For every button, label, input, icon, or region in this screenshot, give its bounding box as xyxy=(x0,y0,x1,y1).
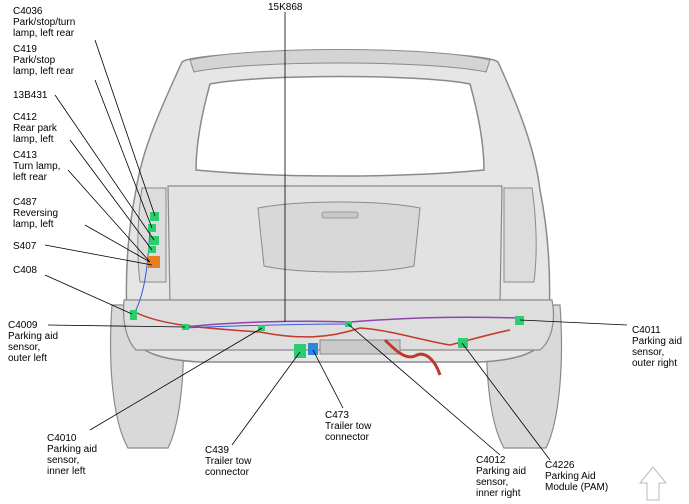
connector-c408 xyxy=(130,310,137,320)
callout-c4036: C4036 Park/stop/turn lamp, left rear xyxy=(13,6,76,39)
connector-c4036 xyxy=(150,212,159,221)
leader-lines xyxy=(44,12,628,461)
connector-c412 xyxy=(150,236,159,245)
callout-c4009: C4009 Parking aid sensor, outer left xyxy=(8,320,59,364)
connector-c439 xyxy=(294,344,306,358)
harness-left-riser xyxy=(134,229,151,313)
license-plate-recess xyxy=(257,201,421,273)
callout-c4010: C4010 Parking aid sensor, inner left xyxy=(47,433,98,477)
callout-c4226: C4226 Parking Aid Module (PAM) xyxy=(545,460,609,493)
callout-c487: C487 Reversing lamp, left xyxy=(13,197,59,230)
harness-main-red xyxy=(134,311,511,346)
rear-bumper xyxy=(122,299,555,351)
callout-15k868: 15K868 xyxy=(268,2,303,13)
callout-s407: S407 xyxy=(13,241,37,252)
callout-c408: C408 xyxy=(13,265,37,276)
callout-c419: C419 Park/stop lamp, left rear xyxy=(13,44,75,77)
harness-pam-branch xyxy=(383,338,442,376)
callout-13b431: 13B431 xyxy=(13,90,48,101)
callout-c473: C473 Trailer tow connector xyxy=(325,410,372,443)
trailer-hitch xyxy=(319,339,401,355)
connector-c4226 xyxy=(458,338,468,348)
connector-c4011 xyxy=(515,316,524,325)
handle-bar xyxy=(321,211,359,219)
callout-c412: C412 Rear park lamp, left xyxy=(13,112,57,145)
callout-c413: C413 Turn lamp, left rear xyxy=(13,150,61,183)
callout-c4011: C4011 Parking aid sensor, outer right xyxy=(632,325,683,369)
connector-c473 xyxy=(308,343,318,355)
rear-window xyxy=(195,75,485,177)
roof-spoiler xyxy=(189,49,491,73)
callout-c4012: C4012 Parking aid sensor, inner right xyxy=(476,455,527,499)
connector-c4009 xyxy=(182,324,189,330)
right-tail-lamp xyxy=(503,187,537,283)
callout-c439: C439 Trailer tow connector xyxy=(205,445,252,478)
up-arrow-icon[interactable] xyxy=(638,466,668,501)
harness-main-blue xyxy=(184,323,351,329)
